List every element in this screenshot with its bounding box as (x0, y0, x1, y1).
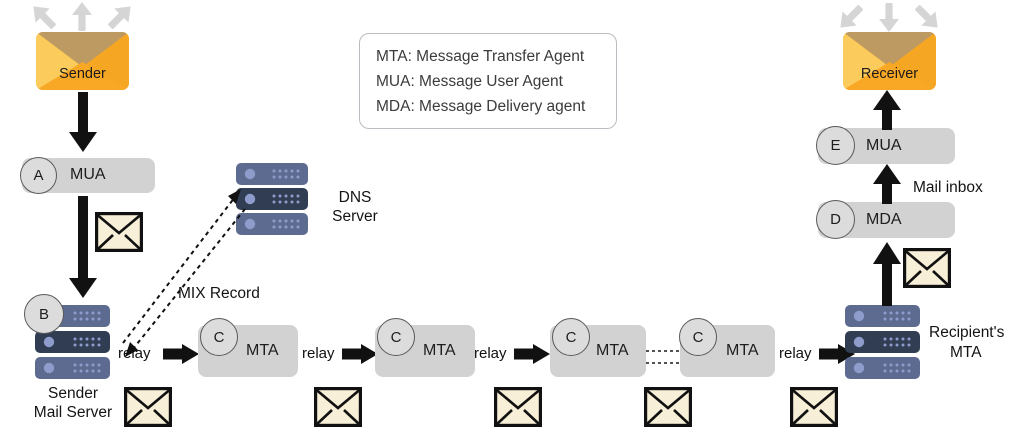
envelope-icon-stage-6 (790, 387, 838, 432)
sender-mail-server-label-line2: Mail Server (33, 404, 113, 421)
dns-server-icon (236, 163, 308, 240)
legend-line-mta: MTA: Message Transfer Agent (376, 48, 585, 65)
mta-chain-continuation-dots (646, 350, 680, 364)
arrow-mda-to-mua (873, 164, 901, 204)
arrow-sender-to-mua (69, 92, 97, 152)
arrow-relay-3 (514, 344, 550, 364)
node-mta-4-label: MTA (726, 342, 759, 359)
badge-c-3: C (552, 318, 590, 356)
node-mta-1-label: MTA (246, 342, 279, 359)
node-mta-3-label: MTA (596, 342, 629, 359)
arrow-relay-4 (819, 344, 855, 364)
sender-envelope-icon: Sender (36, 32, 129, 90)
sender-outgoing-arrows-icon (33, 2, 131, 31)
arrow-recipientmta-to-mda (873, 242, 901, 306)
arrow-relay-1 (163, 344, 199, 364)
node-mta-2-label: MTA (423, 342, 456, 359)
badge-e: E (816, 126, 855, 165)
sender-envelope-caption: Sender (59, 66, 106, 82)
arrow-relay-2 (342, 344, 378, 364)
envelope-icon-stage-2 (124, 387, 172, 432)
recipient-mta-label-line2: MTA (950, 344, 982, 361)
relay-label-3: relay (474, 345, 507, 362)
badge-b: B (24, 294, 64, 334)
sender-mail-server-label-line1: Sender (48, 385, 98, 402)
node-mda-label: MDA (866, 211, 902, 228)
relay-label-1: relay (118, 345, 151, 362)
dns-server-label-line1: DNS (338, 189, 372, 206)
badge-c-1: C (200, 318, 238, 356)
badge-c-2: C (377, 318, 415, 356)
receiver-envelope-icon: Receiver (843, 32, 936, 90)
legend-box: MTA: Message Transfer Agent MUA: Message… (359, 33, 617, 129)
dns-server-label-line2: Server (332, 208, 378, 225)
envelope-icon-stage-7 (903, 248, 951, 293)
legend-line-mda: MDA: Message Delivery agent (376, 98, 586, 115)
node-receiver-mua-label: MUA (866, 137, 902, 154)
arrow-mua-to-receiver (873, 90, 901, 130)
envelope-icon-stage-4 (494, 387, 542, 432)
badge-d: D (816, 200, 855, 239)
envelope-icon-stage-1 (95, 212, 143, 257)
legend-line-mua: MUA: Message User Agent (376, 73, 563, 90)
node-sender-mua-label: MUA (70, 166, 106, 183)
relay-label-2: relay (302, 345, 335, 362)
relay-label-4: relay (779, 345, 812, 362)
recipient-mta-server-icon (845, 305, 920, 384)
receiver-incoming-arrows-icon (840, 3, 938, 32)
envelope-icon-stage-3 (314, 387, 362, 432)
badge-a: A (20, 157, 57, 194)
receiver-envelope-caption: Receiver (860, 66, 919, 82)
arrow-mua-to-mailserver (69, 196, 97, 298)
mix-record-label: MIX Record (178, 285, 260, 302)
mail-inbox-label: Mail inbox (913, 179, 983, 196)
envelope-icon-stage-5 (644, 387, 692, 432)
dns-query-response-arrows (122, 189, 246, 357)
badge-c-4: C (679, 318, 717, 356)
recipient-mta-label-line1: Recipient's (929, 324, 1005, 341)
